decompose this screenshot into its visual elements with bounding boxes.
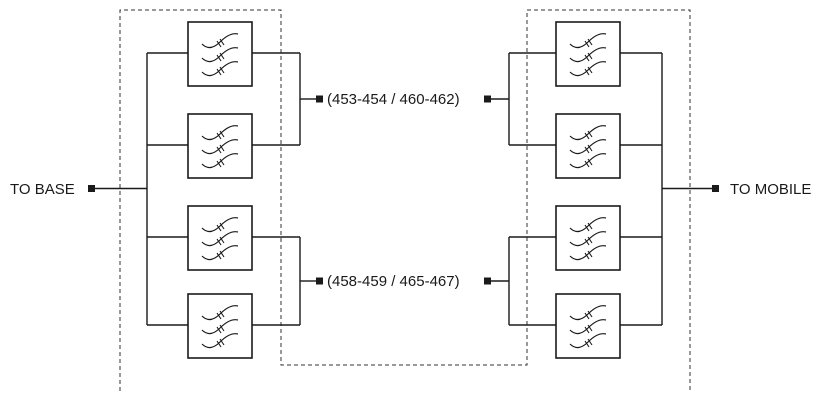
left-dashed-enclosure	[119, 9, 691, 391]
lower-band-label: (458-459 / 465-467)	[327, 273, 460, 290]
filter-left-2	[187, 113, 253, 179]
filter-right-1	[555, 21, 621, 87]
to-base-label: TO BASE	[10, 181, 75, 198]
filter-right-4	[555, 293, 621, 359]
upper-band-terminal-left[interactable]	[316, 95, 323, 103]
filter-right-2	[555, 113, 621, 179]
lower-band-terminal-left[interactable]	[316, 277, 323, 285]
to-mobile-label: TO MOBILE	[730, 181, 811, 198]
upper-band-label: (453-454 / 460-462)	[327, 91, 460, 108]
filter-left-3	[187, 205, 253, 271]
lower-band-terminal-right[interactable]	[484, 277, 491, 285]
filter-left-1	[187, 21, 253, 87]
to-mobile-terminal[interactable]	[712, 185, 719, 192]
to-base-terminal[interactable]	[88, 185, 95, 192]
filter-right-3	[555, 205, 621, 271]
filter-left-4	[187, 293, 253, 359]
upper-band-terminal-right[interactable]	[484, 95, 491, 103]
